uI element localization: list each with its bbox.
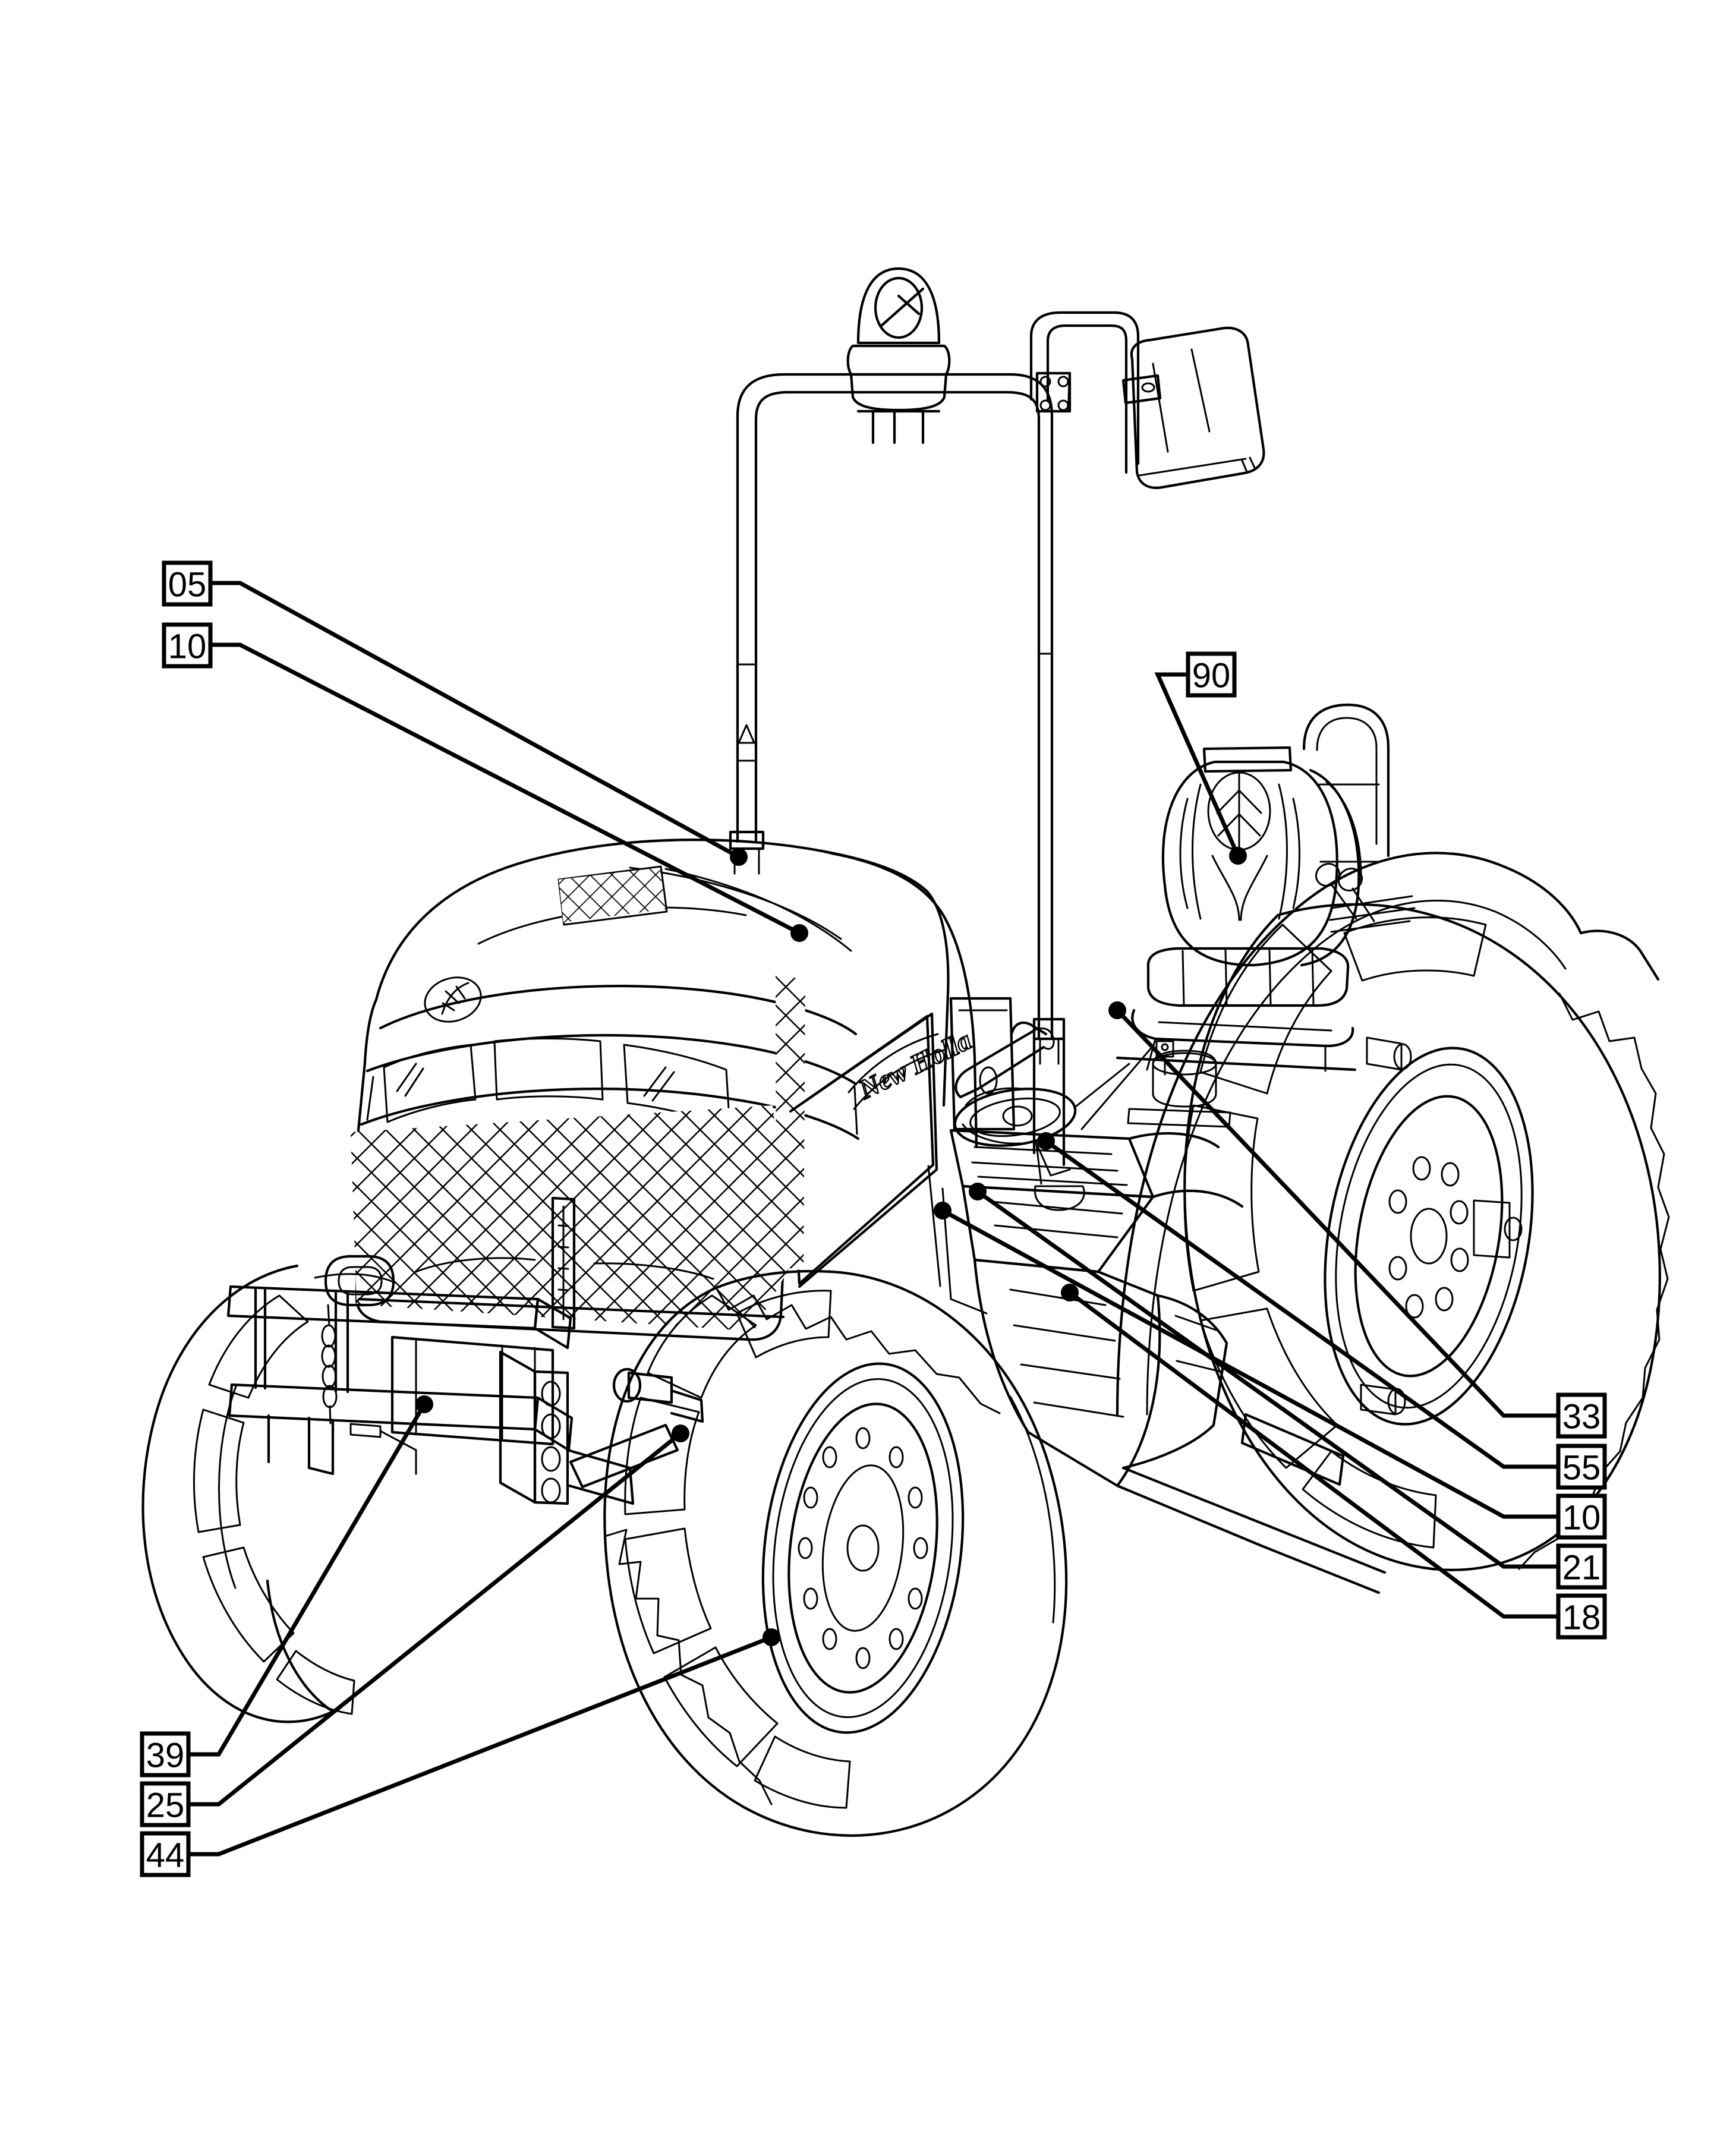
callout-box-10-left[interactable]: 10 [162, 622, 213, 669]
hood-side-louvre-vent [557, 865, 668, 926]
rops-right-post-rear [1302, 703, 1390, 863]
callout-box-10-right[interactable]: 10 [1556, 1493, 1607, 1540]
leader-39 [188, 1395, 433, 1757]
leader-25 [188, 1425, 689, 1807]
rotating-beacon-light [846, 267, 951, 445]
callout-number-10-right: 10 [1562, 1499, 1601, 1537]
callout-box-21[interactable]: 21 [1556, 1543, 1607, 1590]
callout-box-05[interactable]: 05 [162, 560, 213, 607]
callout-number-33: 33 [1562, 1398, 1601, 1436]
rops-warning-decal [738, 724, 755, 744]
front-ballast-weight-frame [226, 1255, 635, 1505]
steering-wheel [953, 1087, 1077, 1147]
leader-18 [1061, 1284, 1558, 1619]
rear-tire [1183, 903, 1670, 1571]
leader-90 [1154, 672, 1247, 865]
transmission-housing [973, 1050, 1387, 1594]
front-tire [603, 1269, 1068, 1837]
leader-44 [188, 1628, 780, 1857]
callout-number-25: 25 [146, 1786, 185, 1825]
leader-05 [210, 581, 748, 866]
headlight-cluster [360, 1033, 860, 1140]
leader-21 [969, 1183, 1558, 1569]
callout-number-21: 21 [1562, 1549, 1601, 1587]
callout-number-44: 44 [146, 1836, 185, 1875]
hood-leaf-logo [424, 976, 482, 1023]
callout-number-05: 05 [168, 566, 207, 604]
steering-column [954, 1021, 1055, 1099]
callout-box-44[interactable]: 44 [140, 1831, 191, 1877]
leader-10-left [210, 642, 808, 942]
callout-number-10-left: 10 [168, 628, 207, 666]
operator-seat [1116, 746, 1375, 1072]
callout-number-18: 18 [1562, 1599, 1601, 1637]
callout-box-90[interactable]: 90 [1186, 651, 1237, 698]
side-mirror-assembly [1029, 311, 1265, 489]
callout-box-25[interactable]: 25 [140, 1781, 191, 1827]
steering-assembly [949, 997, 1174, 1211]
callout-box-33[interactable]: 33 [1556, 1392, 1607, 1439]
front-wheel-rim [761, 1362, 965, 1734]
callout-box-18[interactable]: 18 [1556, 1593, 1607, 1640]
callout-box-39[interactable]: 39 [140, 1731, 191, 1778]
rear-wheel-rim [1324, 1036, 1534, 1426]
seat-leaf-logo [1207, 771, 1271, 851]
ballast-retaining-chain [321, 1304, 338, 1425]
front-left-tire [141, 1264, 396, 1723]
callout-box-55[interactable]: 55 [1556, 1444, 1607, 1490]
front-axle-pivot [569, 1367, 704, 1489]
leader-33 [1108, 1001, 1558, 1418]
leader-55 [1037, 1132, 1558, 1469]
callout-number-90: 90 [1192, 657, 1231, 695]
mirror-mount-bracket [1035, 371, 1072, 413]
callout-number-55: 55 [1562, 1449, 1601, 1488]
operator-platform [949, 1129, 1244, 1274]
engine-hood [357, 839, 978, 1149]
callout-number-39: 39 [146, 1737, 185, 1775]
leader-10-right [934, 1202, 1558, 1519]
